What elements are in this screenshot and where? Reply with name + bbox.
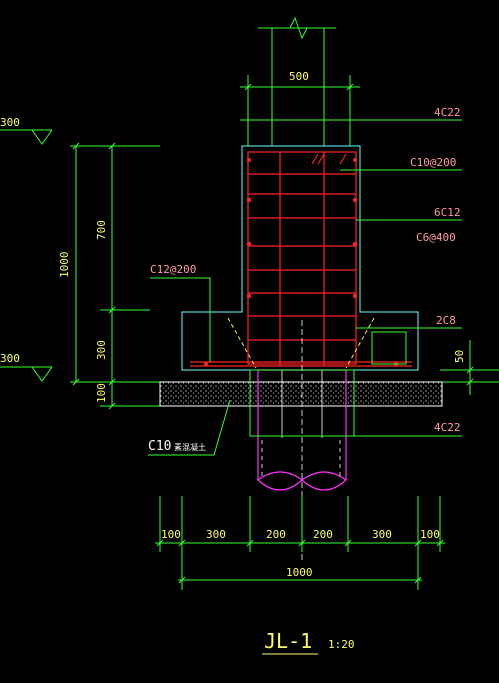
left-leaders (148, 277, 231, 456)
level-top-label: 300 (0, 116, 20, 129)
label-tie-bars: C6@400 (416, 231, 456, 244)
bottom-dim-c: 200 (266, 528, 286, 541)
label-bottom-stirrup: C12@200 (150, 263, 196, 276)
drawing-title: JL-1 (264, 629, 312, 653)
dim-50: 50 (453, 350, 466, 363)
bottom-dim-a: 100 (161, 528, 181, 541)
bottom-dimensions (155, 496, 445, 590)
rebar-cage (190, 151, 412, 367)
bottom-dim-b: 300 (206, 528, 226, 541)
dim-100: 100 (95, 383, 108, 403)
bottom-dim-f: 100 (420, 528, 440, 541)
top-dimension (240, 75, 460, 146)
bottom-dim-total: 1000 (286, 566, 313, 579)
label-bottom-bars: 4C22 (434, 421, 461, 434)
haunch-box (371, 331, 407, 365)
bottom-guide (249, 369, 355, 437)
dim-700: 700 (95, 220, 108, 240)
label-stirrups: C10@200 (410, 156, 456, 169)
bottom-dim-d: 200 (313, 528, 333, 541)
haunch-dashed (227, 317, 375, 369)
bottom-dim-e: 300 (372, 528, 392, 541)
level-bottom-label: 300 (0, 352, 20, 365)
rebar-dots (204, 158, 398, 366)
pile-dashed (261, 440, 341, 480)
pile-inner-lines (281, 370, 323, 438)
label-bedding-material: 素混凝土 (174, 442, 206, 452)
right-leaders (340, 119, 462, 437)
label-bedding-grade: C10 (148, 439, 171, 454)
label-haunch-bars: 2C8 (436, 314, 456, 327)
label-side-bars: 6C12 (434, 206, 461, 219)
break-symbol (289, 16, 308, 40)
vertical-dimensions (70, 142, 160, 410)
level-markers (0, 129, 53, 382)
beam-outline (181, 145, 419, 371)
dim-top-width: 500 (289, 70, 309, 83)
bedding-layer (159, 381, 443, 407)
right-dimension-50 (440, 340, 499, 395)
drawing-scale: 1:20 (328, 638, 355, 651)
dim-1000: 1000 (58, 252, 71, 279)
dim-300: 300 (95, 340, 108, 360)
label-top-bars: 4C22 (434, 106, 461, 119)
